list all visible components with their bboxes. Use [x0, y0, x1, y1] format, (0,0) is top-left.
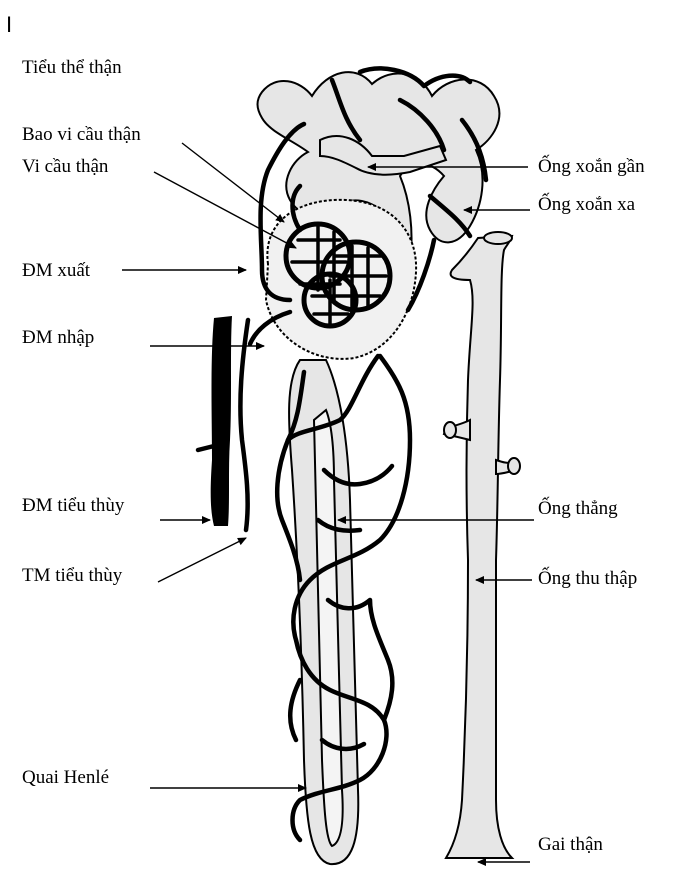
corner-mark: I [6, 12, 12, 37]
label-dm-xuat: ĐM xuất [22, 260, 91, 281]
label-tieu-the-than: Tiểu thể thận [22, 57, 122, 78]
label-ong-xoan-xa: Ống xoắn xa [538, 193, 636, 215]
label-tm-tieu-thuy: TM tiểu thùy [22, 565, 123, 586]
interlobular-vein [240, 320, 248, 530]
label-ong-thang: Ống thẳng [538, 497, 618, 519]
label-dm-nhap: ĐM nhập [22, 327, 94, 348]
interlobular-artery [198, 316, 232, 526]
arrow-tm-tieu-thuy [158, 538, 246, 582]
label-dm-tieu-thuy: ĐM tiểu thùy [22, 495, 125, 516]
label-gai-than: Gai thận [538, 834, 603, 855]
arrow-bao-vi-cau-than [182, 143, 284, 222]
arrow-vi-cau-than [154, 172, 296, 248]
label-quai-henle: Quai Henlé [22, 767, 109, 788]
collecting-duct [444, 232, 520, 858]
label-ong-thu-thap: Ống thu thập [538, 567, 637, 589]
label-bao-vi-cau-than: Bao vi cầu thận [22, 124, 141, 145]
label-ong-xoan-gan: Ống xoắn gần [538, 155, 645, 177]
label-vi-cau-than: Vi cầu thận [22, 156, 109, 177]
